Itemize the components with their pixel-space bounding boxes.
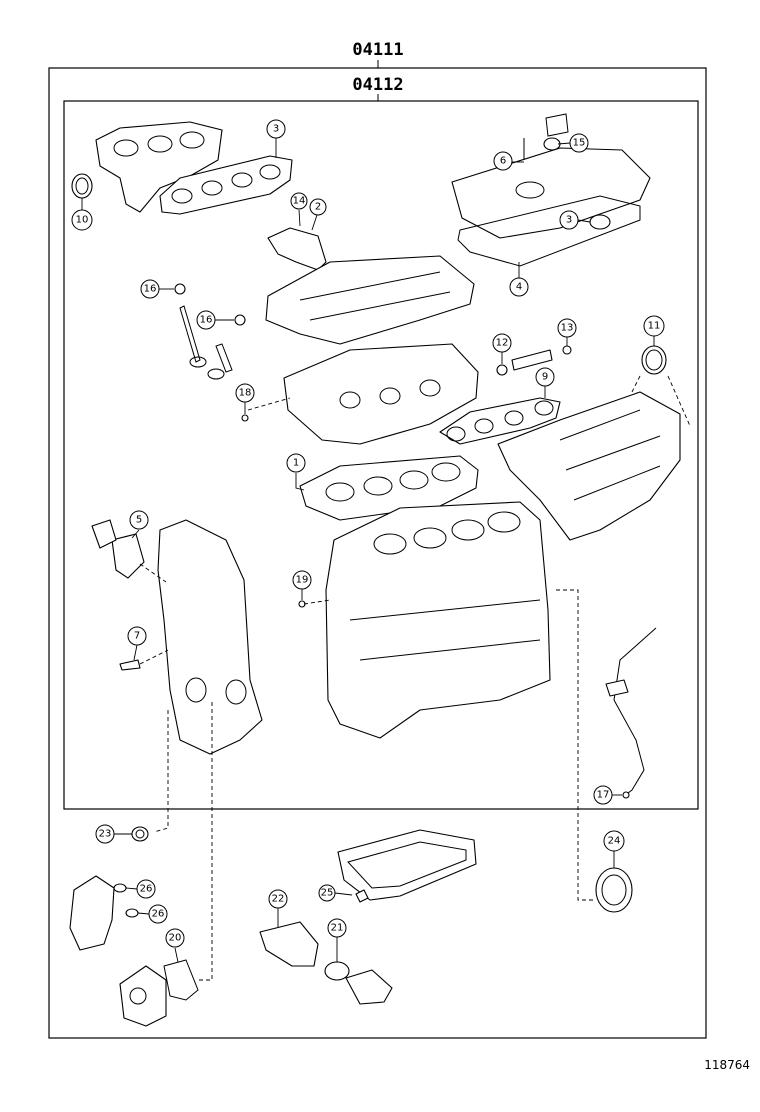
callout-20: 20	[165, 928, 185, 948]
head-cover-gasket	[457, 195, 641, 267]
svg-text:16: 16	[144, 284, 157, 295]
fuel-injector	[511, 349, 553, 371]
kit-label-outer: 04111	[352, 40, 403, 60]
o-ring-13	[562, 345, 572, 355]
o-ring-26a	[113, 883, 127, 893]
oil-seal-23	[131, 826, 149, 842]
svg-text:19: 19	[296, 575, 309, 586]
svg-text:4: 4	[516, 282, 522, 293]
callout-4: 4	[509, 277, 529, 297]
o-ring-26b	[125, 908, 139, 918]
svg-text:26: 26	[152, 909, 165, 920]
callout-1: 1	[286, 453, 306, 473]
valve-seal-16a	[174, 283, 186, 295]
callout-19: 19	[292, 570, 312, 590]
exhaust-manifold-gasket	[159, 155, 293, 215]
callout-13: 13	[557, 318, 577, 338]
svg-text:1: 1	[293, 458, 299, 469]
callout-26a: 26	[136, 879, 156, 899]
svg-text:3: 3	[273, 124, 279, 135]
svg-text:22: 22	[272, 894, 285, 905]
svg-text:12: 12	[496, 338, 509, 349]
cylinder-head	[283, 343, 479, 445]
svg-text:21: 21	[331, 923, 344, 934]
thermostat-gasket	[324, 961, 350, 981]
water-pump-housing	[69, 875, 115, 951]
svg-text:18: 18	[239, 388, 252, 399]
camshaft-housing	[265, 255, 475, 345]
svg-text:6: 6	[500, 156, 506, 167]
svg-text:17: 17	[597, 790, 610, 801]
callout-3a: 3	[266, 119, 286, 139]
svg-text:3: 3	[566, 215, 572, 226]
callout-3b: 3	[559, 210, 579, 230]
intake-valve	[179, 305, 201, 363]
thermostat-housing	[345, 969, 393, 1005]
callout-7: 7	[127, 626, 147, 646]
o-ring-17	[622, 791, 630, 799]
callout-11: 11	[643, 315, 665, 337]
o-ring-18	[241, 414, 249, 422]
svg-text:10: 10	[76, 215, 89, 226]
callout-17: 17	[593, 785, 613, 805]
ring-15	[543, 137, 561, 151]
callout-6: 6	[493, 151, 513, 171]
timing-chain-cover	[157, 519, 263, 755]
bolt-7	[119, 659, 141, 671]
water-pump	[119, 965, 167, 1027]
callout-21: 21	[327, 918, 347, 938]
valve-seal-16b	[234, 314, 246, 326]
svg-text:26: 26	[140, 884, 153, 895]
svg-text:2: 2	[315, 202, 321, 213]
water-pump-gasket	[163, 959, 199, 1001]
drain-plug	[355, 889, 369, 903]
inner-kit-frame	[63, 100, 699, 810]
svg-text:25: 25	[321, 888, 334, 899]
callout-26b: 26	[148, 904, 168, 924]
svg-text:13: 13	[561, 323, 574, 334]
figure-id: 118764	[704, 1058, 750, 1072]
svg-text:24: 24	[608, 836, 621, 847]
svg-text:14: 14	[293, 196, 306, 207]
svg-text:16: 16	[200, 315, 213, 326]
oil-level-gauge-guide	[613, 627, 657, 797]
callout-14: 14	[290, 192, 308, 210]
water-outlet	[259, 921, 319, 967]
outer-kit-frame	[48, 67, 707, 1039]
callout-24: 24	[603, 830, 625, 852]
callout-16b: 16	[196, 310, 216, 330]
callout-23: 23	[95, 824, 115, 844]
callout-16a: 16	[140, 279, 160, 299]
cam-bracket	[267, 227, 327, 271]
callout-25: 25	[318, 884, 336, 902]
callout-9: 9	[535, 367, 555, 387]
svg-text:9: 9	[542, 372, 548, 383]
oil-pan	[337, 829, 477, 901]
svg-text:11: 11	[648, 321, 661, 332]
callout-10: 10	[71, 209, 93, 231]
svg-text:7: 7	[134, 631, 140, 642]
svg-text:20: 20	[169, 933, 182, 944]
callout-12: 12	[492, 333, 512, 353]
plug-tube-gasket	[589, 214, 611, 230]
water-inlet	[91, 519, 117, 549]
svg-text:5: 5	[136, 515, 142, 526]
exhaust-valve	[215, 343, 233, 373]
injector-seal-12	[496, 364, 508, 376]
kit-label-inner: 04112	[352, 75, 403, 95]
intake-manifold	[497, 391, 681, 541]
intake-manifold-gasket	[439, 397, 561, 445]
callout-2: 2	[309, 198, 327, 216]
callout-15: 15	[569, 133, 589, 153]
cylinder-head-gasket	[299, 455, 479, 521]
water-inlet-gasket	[111, 533, 145, 579]
callout-22: 22	[268, 889, 288, 909]
svg-text:23: 23	[99, 829, 112, 840]
cylinder-block	[325, 501, 551, 739]
cylinder-head-cover	[451, 113, 651, 239]
callout-18: 18	[235, 383, 255, 403]
callout-5: 5	[129, 510, 149, 530]
svg-text:15: 15	[573, 138, 586, 149]
